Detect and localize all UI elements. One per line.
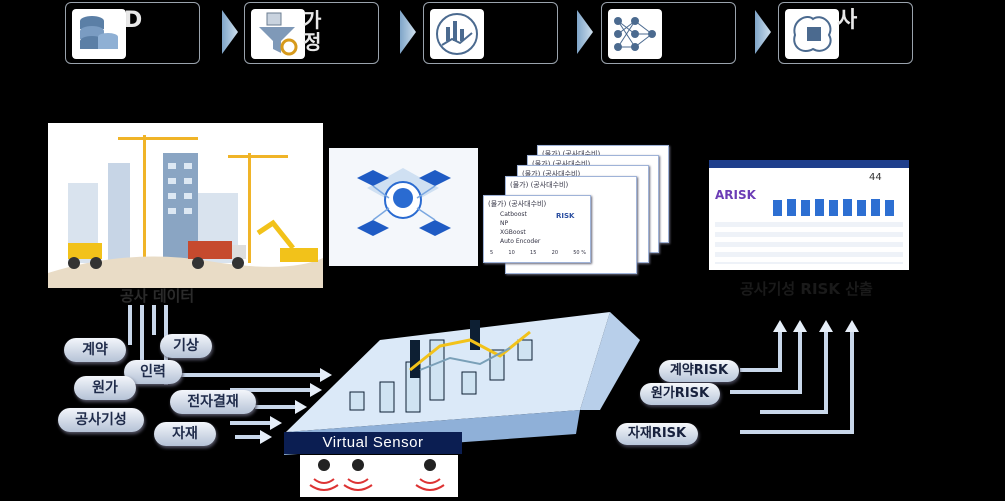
sensor-icon-strip (300, 455, 458, 497)
model-item: Auto Encoder (500, 238, 541, 245)
model-result-card-front: (물가) (공사대수비) Catboost NP XGBoost Auto En… (483, 195, 591, 263)
input-weather: 기상 (160, 334, 212, 358)
model-item: NP (500, 220, 509, 227)
ai-chip-icon (357, 168, 451, 236)
ai-brain-icon (785, 9, 839, 59)
output-flow-arrows (730, 320, 859, 434)
flow-arrow (577, 10, 593, 54)
risk-dashboard-panel: ARISK 44 (709, 160, 909, 270)
dashboard-logo: ARISK (715, 188, 756, 202)
input-e-approval: 전자결재 (170, 390, 256, 414)
dashboard-caption: 공사기성 RISK 산출 (740, 280, 873, 298)
flow-arrow (755, 10, 771, 54)
dashboard-kpi: 44 (869, 172, 882, 183)
step-label: 사 (837, 8, 858, 33)
virtual-sensor-label: Virtual Sensor (284, 432, 462, 454)
construction-site-illustration (48, 123, 323, 288)
input-schedule: 공사기성 (58, 408, 144, 432)
chart-analysis-icon (430, 9, 484, 59)
process-step-service: 사 (778, 2, 913, 64)
model-item: Catboost (500, 211, 527, 218)
input-material: 자재 (154, 422, 216, 446)
sensor-icon (343, 459, 373, 491)
step-label: 가 정 (303, 8, 322, 54)
neural-network-icon (608, 9, 662, 59)
dashboard-bar-chart (773, 199, 894, 216)
database-icon (72, 9, 126, 59)
risk-output-material: 자재RISK (616, 423, 698, 445)
model-item: XGBoost (500, 229, 526, 236)
risk-logo: RISK (556, 212, 575, 220)
flow-arrow (400, 10, 416, 54)
ai-chip-panel (329, 148, 478, 266)
process-step-model (601, 2, 736, 64)
input-cost: 원가 (74, 376, 136, 400)
construction-data-caption: 공사 데이터 (120, 287, 195, 305)
risk-output-contract: 계약RISK (659, 360, 739, 382)
process-step-analysis (423, 2, 558, 64)
filter-gear-icon (251, 9, 305, 59)
risk-output-cost: 원가RISK (640, 383, 720, 405)
flow-arrow (222, 10, 238, 54)
process-step-preprocess: 가 정 (244, 2, 379, 64)
input-contract: 계약 (64, 338, 126, 362)
step-label: D (124, 8, 143, 33)
construction-data-panel: 공사 데이터 (48, 123, 323, 305)
sensor-icon (415, 459, 445, 491)
process-step-data: D (65, 2, 200, 64)
dashboard-table (715, 222, 903, 264)
sensor-icon (309, 459, 339, 491)
